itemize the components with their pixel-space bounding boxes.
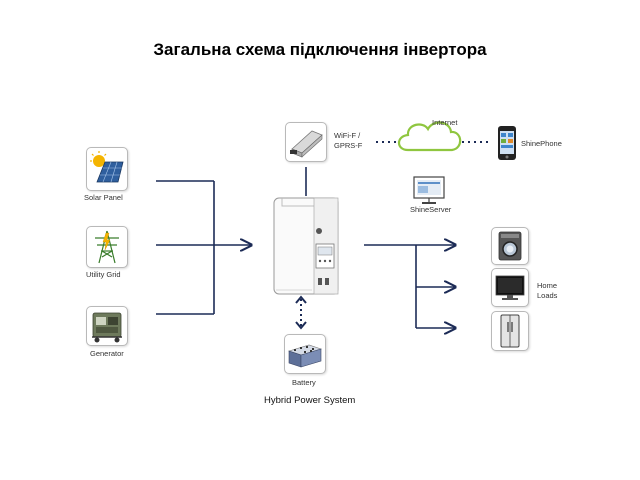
output-connectors <box>364 245 455 328</box>
wifi-module-icon <box>290 130 323 158</box>
computer-icon <box>413 176 445 204</box>
page-title: Загальна схема підключення інвертора <box>153 40 487 59</box>
generator-card <box>86 306 128 346</box>
wifi-module-card <box>285 122 327 162</box>
gprs-label: GPRS-F <box>334 141 363 150</box>
washing-machine-icon <box>498 231 522 261</box>
utility-grid-icon <box>95 230 119 264</box>
utility-grid-label: Utility Grid <box>86 270 121 279</box>
cloud-icon <box>397 121 462 152</box>
home-label: Home <box>537 281 558 290</box>
battery-card <box>284 334 326 374</box>
wifi-label: WiFi-F / <box>334 131 361 140</box>
refrigerator-icon <box>500 314 520 348</box>
shineserver-label: ShineServer <box>410 205 452 214</box>
refrigerator-card <box>491 311 529 351</box>
tv-icon <box>495 275 525 300</box>
internet-label: Internet <box>432 118 458 127</box>
inverter-icon <box>273 197 339 295</box>
battery-connector <box>295 295 307 330</box>
input-connectors <box>156 180 251 315</box>
generator-label: Generator <box>90 349 124 358</box>
smartphone-icon <box>498 126 516 160</box>
shinephone-label: ShinePhone <box>521 139 562 148</box>
battery-label: Battery <box>292 378 316 387</box>
battery-icon <box>288 344 322 368</box>
generator-icon <box>92 312 122 343</box>
solar-panel-label: Solar Panel <box>84 193 123 202</box>
utility-grid-card <box>86 226 128 268</box>
solar-panel-card <box>86 147 128 191</box>
loads-label: Loads <box>537 291 558 300</box>
solar-panel-icon <box>90 151 124 183</box>
tv-card <box>491 268 529 307</box>
diagram-caption: Hybrid Power System <box>264 395 356 406</box>
washing-machine-card <box>491 227 529 265</box>
